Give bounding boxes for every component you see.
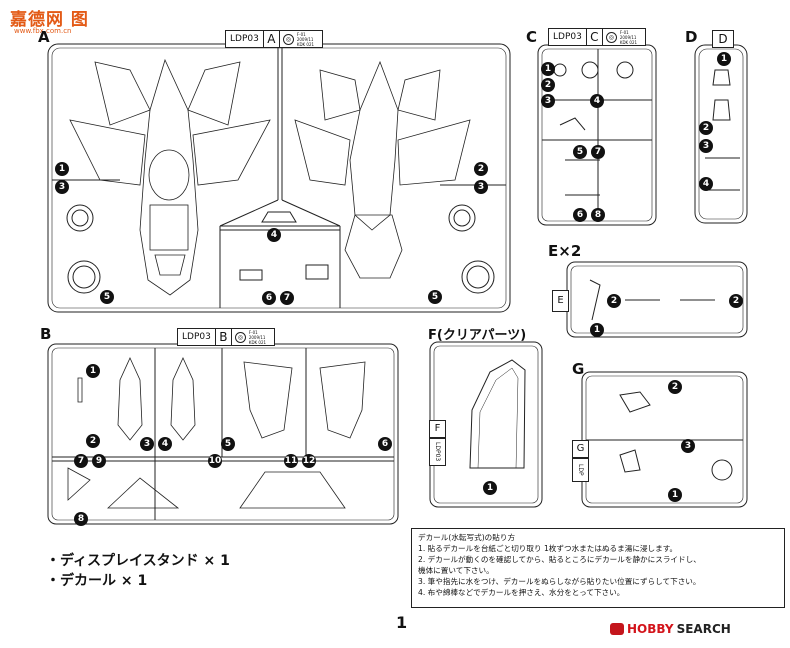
part-marker: 4 [590,94,604,108]
watermark-url: www.fbx.com.cn [14,27,72,35]
runner-b-frame [47,343,399,525]
accessory-item: ・ディスプレイスタンド × 1 [46,553,230,569]
part-marker: 1 [590,323,604,337]
decal-instruction-line: 4. 布や綿棒などでデカールを押さえ、水分をとって下さい。 [418,588,625,597]
runner-a-jet-right [294,60,471,279]
part-marker: 12 [302,454,316,468]
part-marker: 2 [668,380,682,394]
part-marker: 2 [86,434,100,448]
runner-f-side-code: LDP03 [429,438,446,466]
part-marker: 6 [378,437,392,451]
part-marker: 1 [483,481,497,495]
accessory-list: ・ディスプレイスタンド × 1 ・デカール × 1 [46,551,230,591]
runner-c-label: C [526,28,538,46]
runner-d-label: D [685,28,698,46]
part-marker: 2 [607,294,621,308]
part-marker: 2 [474,162,488,176]
runner-b-parts [67,357,366,509]
part-marker: 3 [699,139,713,153]
runner-e-side-letter: E [552,290,569,312]
runner-f-side-letter: F [429,420,446,438]
decal-instructions-box: デカール(水転写式)の貼り方 1. 貼るデカールを台紙ごと切り取り 1枚ずつ水ま… [411,528,785,608]
part-marker: 3 [55,180,69,194]
part-marker: 3 [541,94,555,108]
page-number: 1 [396,613,408,632]
runner-e-frame [566,261,748,338]
runner-g-label: G [572,360,585,378]
decal-instruction-line: 機体に置いて下さい。 [418,566,494,575]
part-marker: 9 [92,454,106,468]
runner-a-jet-left [69,58,271,296]
runner-b-tag: LDP03 B ◎ F-01 2009/11 KDK 021 [177,328,275,346]
runner-g-frame [581,371,748,508]
watermark-logo: 嘉德网 图 [10,10,89,30]
part-marker: 1 [55,162,69,176]
part-marker: 2 [729,294,743,308]
part-marker: 1 [86,364,100,378]
part-marker: 3 [681,439,695,453]
certification-icon: ◎ [605,31,617,43]
runner-c-tag: LDP03 C ◎ F-01 2009/11 KDK 021 [548,28,646,46]
part-marker: 8 [591,208,605,222]
part-marker: 3 [474,180,488,194]
part-marker: 8 [74,512,88,526]
decal-instruction-line: 3. 筆や指先に水をつけ、デカールをぬらしながら貼りたい位置にずらして下さい。 [418,577,701,586]
part-marker: 7 [280,291,294,305]
accessory-item: ・デカール × 1 [46,573,148,589]
part-marker: 3 [140,437,154,451]
runner-d-tag: D [712,30,734,48]
part-marker: 1 [668,488,682,502]
hobbysearch-badge-icon [610,623,624,635]
runner-f-label: F(クリアパーツ) [428,328,527,343]
part-marker: 5 [100,290,114,304]
decal-instruction-line: 2. デカールが動くのを確認してから、貼るところにデカールを静かにスライドし、 [418,555,701,564]
runner-a-tag: LDP03 A ◎ F-01 2009/11 KDK 021 [225,30,323,48]
part-marker: 5 [573,145,587,159]
part-marker: 4 [158,437,172,451]
part-marker: 7 [74,454,88,468]
part-marker: 2 [541,78,555,92]
runner-c-frame [537,44,657,226]
decal-instruction-line: 1. 貼るデカールを台紙ごと切り取り 1枚ずつ水またはぬるま湯に浸します。 [418,544,678,553]
hobbysearch-logo: HOBBY SEARCH [610,622,731,636]
part-marker: 4 [267,228,281,242]
part-marker: 11 [284,454,298,468]
part-marker: 6 [573,208,587,222]
part-marker: 5 [221,437,235,451]
runner-a-label: A [38,28,50,46]
part-marker: 10 [208,454,222,468]
runner-g-side-code: LDP [572,458,589,482]
decal-instructions-title: デカール(水転写式)の貼り方 [418,533,516,542]
runner-b-label: B [40,325,52,343]
part-marker: 6 [262,291,276,305]
certification-icon: ◎ [282,33,294,45]
part-marker: 1 [717,52,731,66]
part-marker: 7 [591,145,605,159]
part-marker: 2 [699,121,713,135]
runner-e-label: E×2 [548,242,582,260]
part-marker: 5 [428,290,442,304]
part-marker: 1 [541,62,555,76]
runner-a-frame [47,43,511,313]
part-marker: 4 [699,177,713,191]
runner-g-side-letter: G [572,440,589,458]
certification-icon: ◎ [234,331,246,343]
